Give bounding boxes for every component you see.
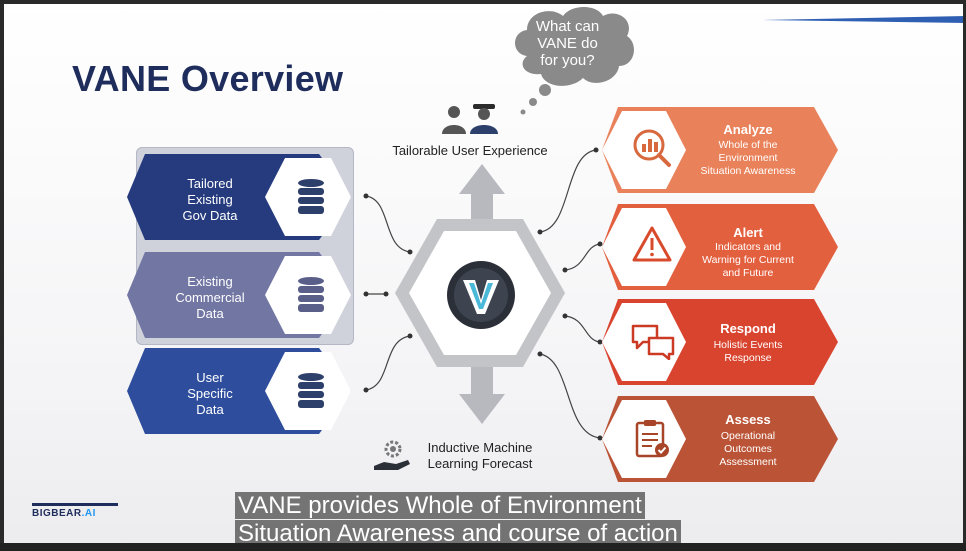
frame-right [963, 0, 966, 551]
user-experience-label: Tailorable User Experience [392, 143, 548, 158]
right-item-alert [602, 204, 838, 290]
right-item-title: Assess [725, 412, 771, 427]
bigbear-logo: BIGBEAR.AI [32, 508, 96, 519]
right-item-desc: Whole of the Environment Situation Aware… [700, 139, 796, 177]
thought-bubble-text: What can VANE do for you? [535, 18, 600, 69]
right-item-title: Respond [720, 321, 776, 336]
database-icon [298, 277, 324, 312]
right-item-desc: Operational Outcomes Assessment [719, 430, 777, 468]
thought-bubble [515, 7, 634, 115]
up-arrow-icon [459, 164, 505, 226]
caption-line-2: Situation Awareness and course of action [235, 520, 681, 547]
users-icon [442, 104, 498, 134]
right-item-title: Analyze [723, 122, 773, 137]
database-icon [298, 179, 324, 214]
right-item-desc: Indicators and Warning for Current and F… [702, 241, 794, 279]
left-item-label: Existing Commercial Data [175, 274, 245, 321]
warning-triangle-icon [632, 226, 672, 262]
clipboard-check-icon [635, 420, 669, 458]
right-item-title: Alert [733, 225, 763, 240]
left-item-label: Tailored Existing Gov Data [182, 176, 238, 223]
database-icon [298, 373, 324, 408]
right-item-desc: Holistic Events Response [713, 339, 783, 364]
gear-hand-icon [374, 440, 410, 470]
frame-bottom [0, 543, 966, 551]
frame-left [0, 0, 4, 551]
down-arrow-icon [459, 362, 505, 424]
vane-logo-icon [447, 261, 515, 329]
logo-underline [32, 503, 118, 506]
decorative-stripe [760, 16, 966, 23]
chat-bubbles-icon [631, 324, 675, 360]
ml-forecast-label: Inductive Machine Learning Forecast [427, 440, 533, 471]
analytics-magnifier-icon [633, 129, 671, 167]
frame-top [0, 0, 966, 4]
caption-line-1: VANE provides Whole of Environment [235, 492, 645, 519]
left-item-label: User Specific Data [187, 370, 233, 417]
page-title: VANE Overview [72, 58, 344, 99]
